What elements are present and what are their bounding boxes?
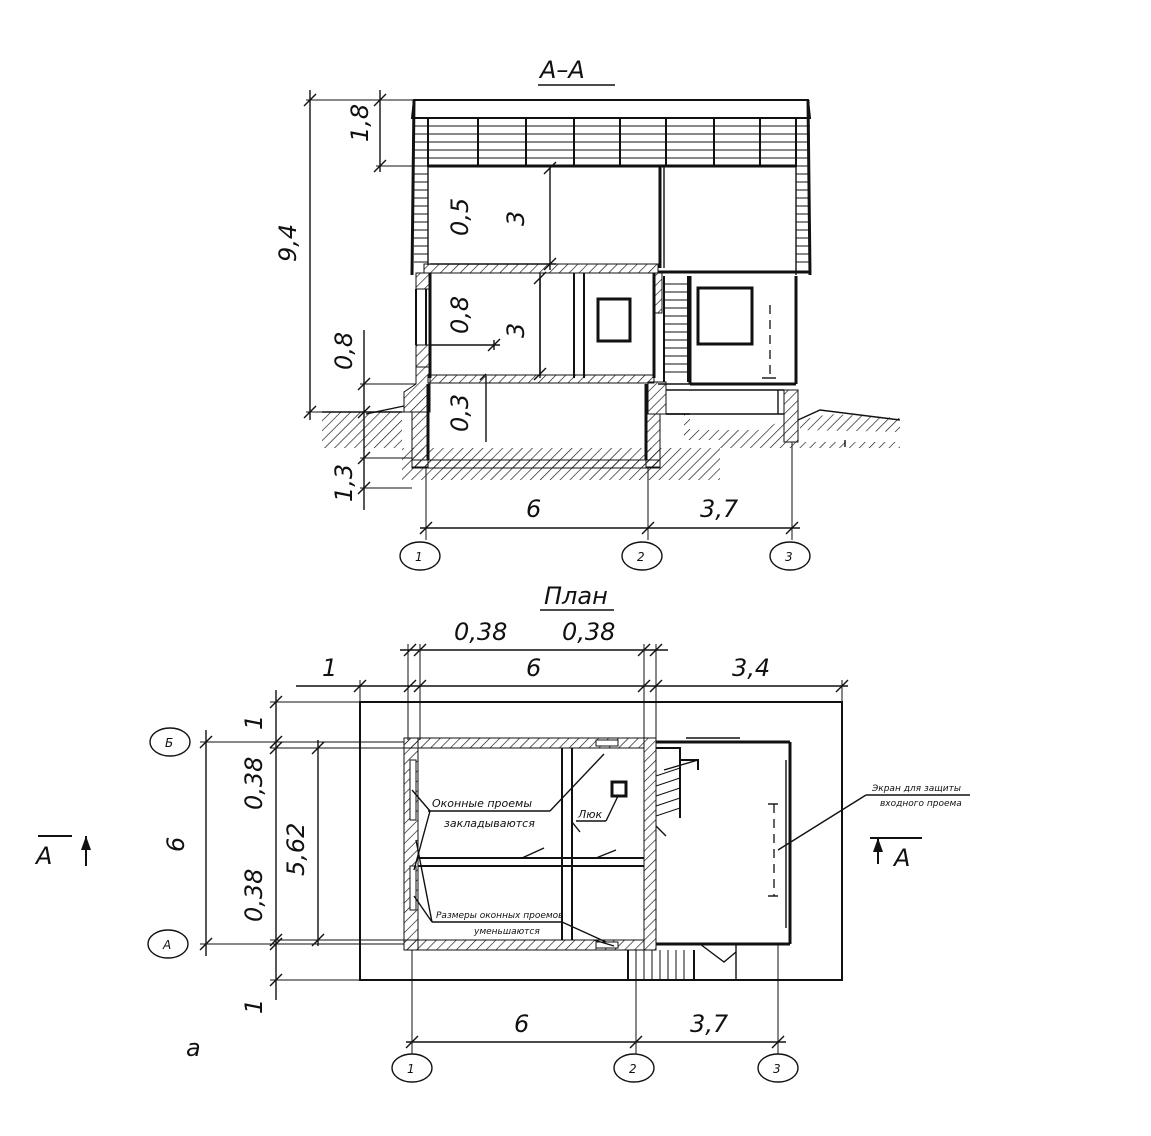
dim-annex-width: 3,4 [732,654,770,682]
dim-inner-depth: 5,62 [282,823,310,876]
roof-battens [427,117,797,167]
first-floor [415,272,663,384]
section-mark-right: А [892,844,910,872]
internal-dimensions: 0,5 3 0,8 3 0,3 [430,161,557,442]
stair [663,276,689,382]
section-title: А–А [538,56,585,84]
dim-attic-floor: 3 [502,211,530,226]
dim-wall-left: 0,38 [454,618,507,646]
dim-total-depth: 6 [162,837,190,852]
plan-title: План [544,582,608,610]
note-windows-reduced-2: уменьшаются [473,927,540,937]
section-horizontal-dimensions: 6 3,7 [419,442,800,540]
dim-overhang-bottom: 1 [240,999,268,1014]
dim-wall-right: 0,38 [562,618,615,646]
dim-foundation-depth: 1,3 [330,464,358,502]
dim-wall-bottom: 0,38 [240,869,268,922]
note-screen-2: входного проема [880,799,962,809]
axis-1-label: 1 [415,550,423,564]
axis-b-label: Б [165,736,173,750]
note-windows-reduced-1: Размеры оконных проемов [436,911,564,921]
dim-overhang-left: 1 [322,654,337,682]
dim-plinth-height: 0,8 [330,332,358,370]
note-windows-closed-1: Оконные проемы [432,797,532,810]
hatch-opening [610,780,628,798]
dim-overhang-top: 1 [240,715,268,730]
plan-main-walls [403,737,657,951]
dim-main-width: 6 [526,654,541,682]
blind-area-outline [359,701,843,981]
plan-axis-2-label: 2 [629,1062,637,1076]
dim-span-annex: 3,7 [700,495,739,523]
plan-top-dimensions: 0,38 0,38 1 6 3,4 [296,618,849,740]
note-hatch: Люк [577,808,603,821]
first-floor-door-opening [596,297,632,343]
plan-stair [655,747,699,837]
dim-roof-height: 1,8 [346,104,374,142]
axis-3-label: 3 [785,550,793,564]
annex-opening [696,286,754,346]
plan-left-dimensions: 1 0,38 5,62 6 0,38 1 [162,690,404,1014]
vertical-dimensions: 9,4 1,8 0,8 1,3 [274,90,428,510]
plan-notes: Оконные проемы закладываются Люк Размеры… [411,753,970,943]
dim-total-height: 9,4 [274,224,302,262]
dim-first-floor: 3 [502,323,530,338]
section-mark-left: А [34,842,52,870]
attic-floor-slab [423,263,659,274]
dim-plan-span-annex: 3,7 [690,1010,729,1038]
section-axes: 1 2 3 [399,541,811,571]
dim-span-main: 6 [526,495,541,523]
ground [322,405,901,480]
plan-axis-3-label: 3 [773,1062,781,1076]
plan-view: План 0,38 0,38 1 6 3,4 [34,582,970,1083]
dim-wall-top: 0,38 [240,757,268,810]
first-floor-slab [427,374,655,384]
roof [410,99,812,276]
section-marks: А А [34,835,922,872]
dim-cellar-part: 0,3 [446,394,474,432]
figure-letter: а [186,1034,201,1062]
dim-first-part: 0,8 [446,296,474,334]
axis-2-label: 2 [637,550,645,564]
annex [658,276,798,386]
plan-bottom-dimensions: 6 3,7 1 2 3 [391,944,799,1083]
dim-attic-part: 0,5 [446,198,474,236]
plan-axes-y: Б А [147,727,191,959]
note-windows-closed-2: закладываются [444,817,535,830]
note-screen-1: Экран для защиты [871,784,961,794]
axis-a-label: А [162,938,171,952]
dim-plan-span-main: 6 [514,1010,529,1038]
plan-axis-1-label: 1 [407,1062,415,1076]
section-view: А–А [274,56,901,571]
entrance-steps [627,950,695,980]
